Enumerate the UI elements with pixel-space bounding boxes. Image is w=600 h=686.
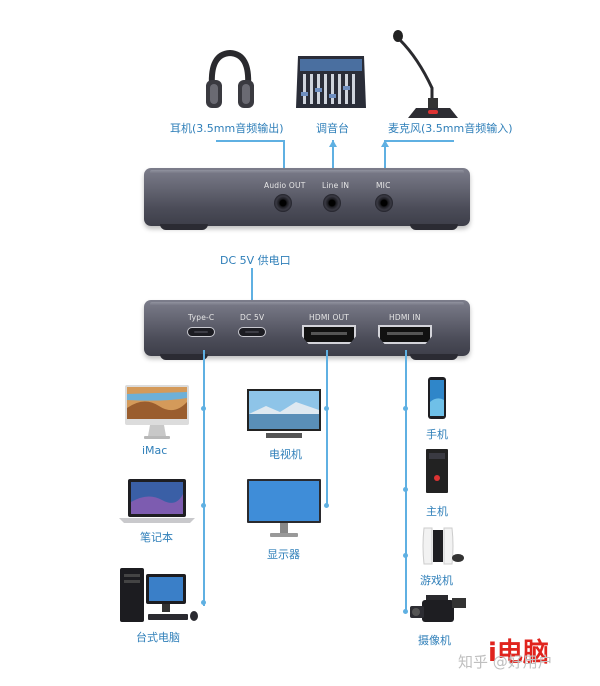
device-foot [410,354,458,360]
line-in-jack [323,194,341,212]
power-label: DC 5V 供电口 [220,254,291,267]
connector-dot [201,503,206,508]
site-watermark: 知乎 @好用户 [458,653,553,671]
device-foot [410,224,458,230]
audio-mixer-icon [294,52,368,110]
connector-line [405,350,407,612]
dc-5v-port-label: DC 5V [240,313,265,322]
camcorder-label: 摄像机 [418,634,451,647]
connector-dot [403,609,408,614]
laptop-label: 笔记本 [140,531,173,544]
connector-line [326,350,328,506]
device-foot [160,224,208,230]
audio-extractor-front [144,168,470,226]
tv-label: 电视机 [269,448,302,461]
monitor-label: 显示器 [267,548,300,561]
audio-out-jack [274,194,292,212]
pc-tower-icon [425,448,449,494]
device-foot [160,354,208,360]
pc-tower-label: 主机 [426,505,448,518]
connector-dot [201,406,206,411]
dc-5v-port [238,327,266,337]
laptop-icon [118,478,196,524]
audio-out-port-label: Audio OUT [264,181,306,190]
arrow-down-icon [381,140,389,147]
connector-line [251,268,253,306]
smartphone-label: 手机 [426,428,448,441]
brand-watermark: i电脑 [488,638,549,668]
game-console-label: 游戏机 [420,574,453,587]
type-c-port-label: Type-C [188,313,215,322]
tv-icon [246,388,322,440]
line-in-port-label: Line IN [322,181,350,190]
imac-icon [124,384,190,440]
desktop-pc-icon [118,566,200,624]
connector-line [216,140,284,142]
smartphone-icon [427,376,447,420]
hdmi-out-port [302,325,356,344]
mic-port-label: MIC [376,181,391,190]
desktop-pc-label: 台式电脑 [136,631,180,644]
type-c-port [187,327,215,337]
connector-line [384,140,386,180]
connector-dot [324,503,329,508]
connector-line [384,140,454,142]
hdmi-out-port-label: HDMI OUT [309,313,350,322]
connector-line [332,140,334,180]
mixer-label: 调音台 [316,122,349,135]
connector-dot [403,406,408,411]
game-console-icon [420,526,464,566]
connector-dot [403,487,408,492]
connector-dot [201,600,206,605]
connector-line [203,350,205,606]
headphones-label: 耳机(3.5mm音频输出) [170,122,284,135]
imac-label: iMac [142,444,168,457]
microphone-label: 麦克风(3.5mm音频输入) [388,122,513,135]
connector-dot [324,406,329,411]
microphone-icon [388,28,474,120]
arrow-up-icon [329,140,337,147]
monitor-icon [246,478,322,540]
mic-jack [375,194,393,212]
hdmi-in-port [378,325,432,344]
hdmi-in-port-label: HDMI IN [389,313,421,322]
connector-dot [403,553,408,558]
headphones-icon [204,48,256,114]
connector-line [283,140,285,180]
camcorder-icon [408,594,468,628]
